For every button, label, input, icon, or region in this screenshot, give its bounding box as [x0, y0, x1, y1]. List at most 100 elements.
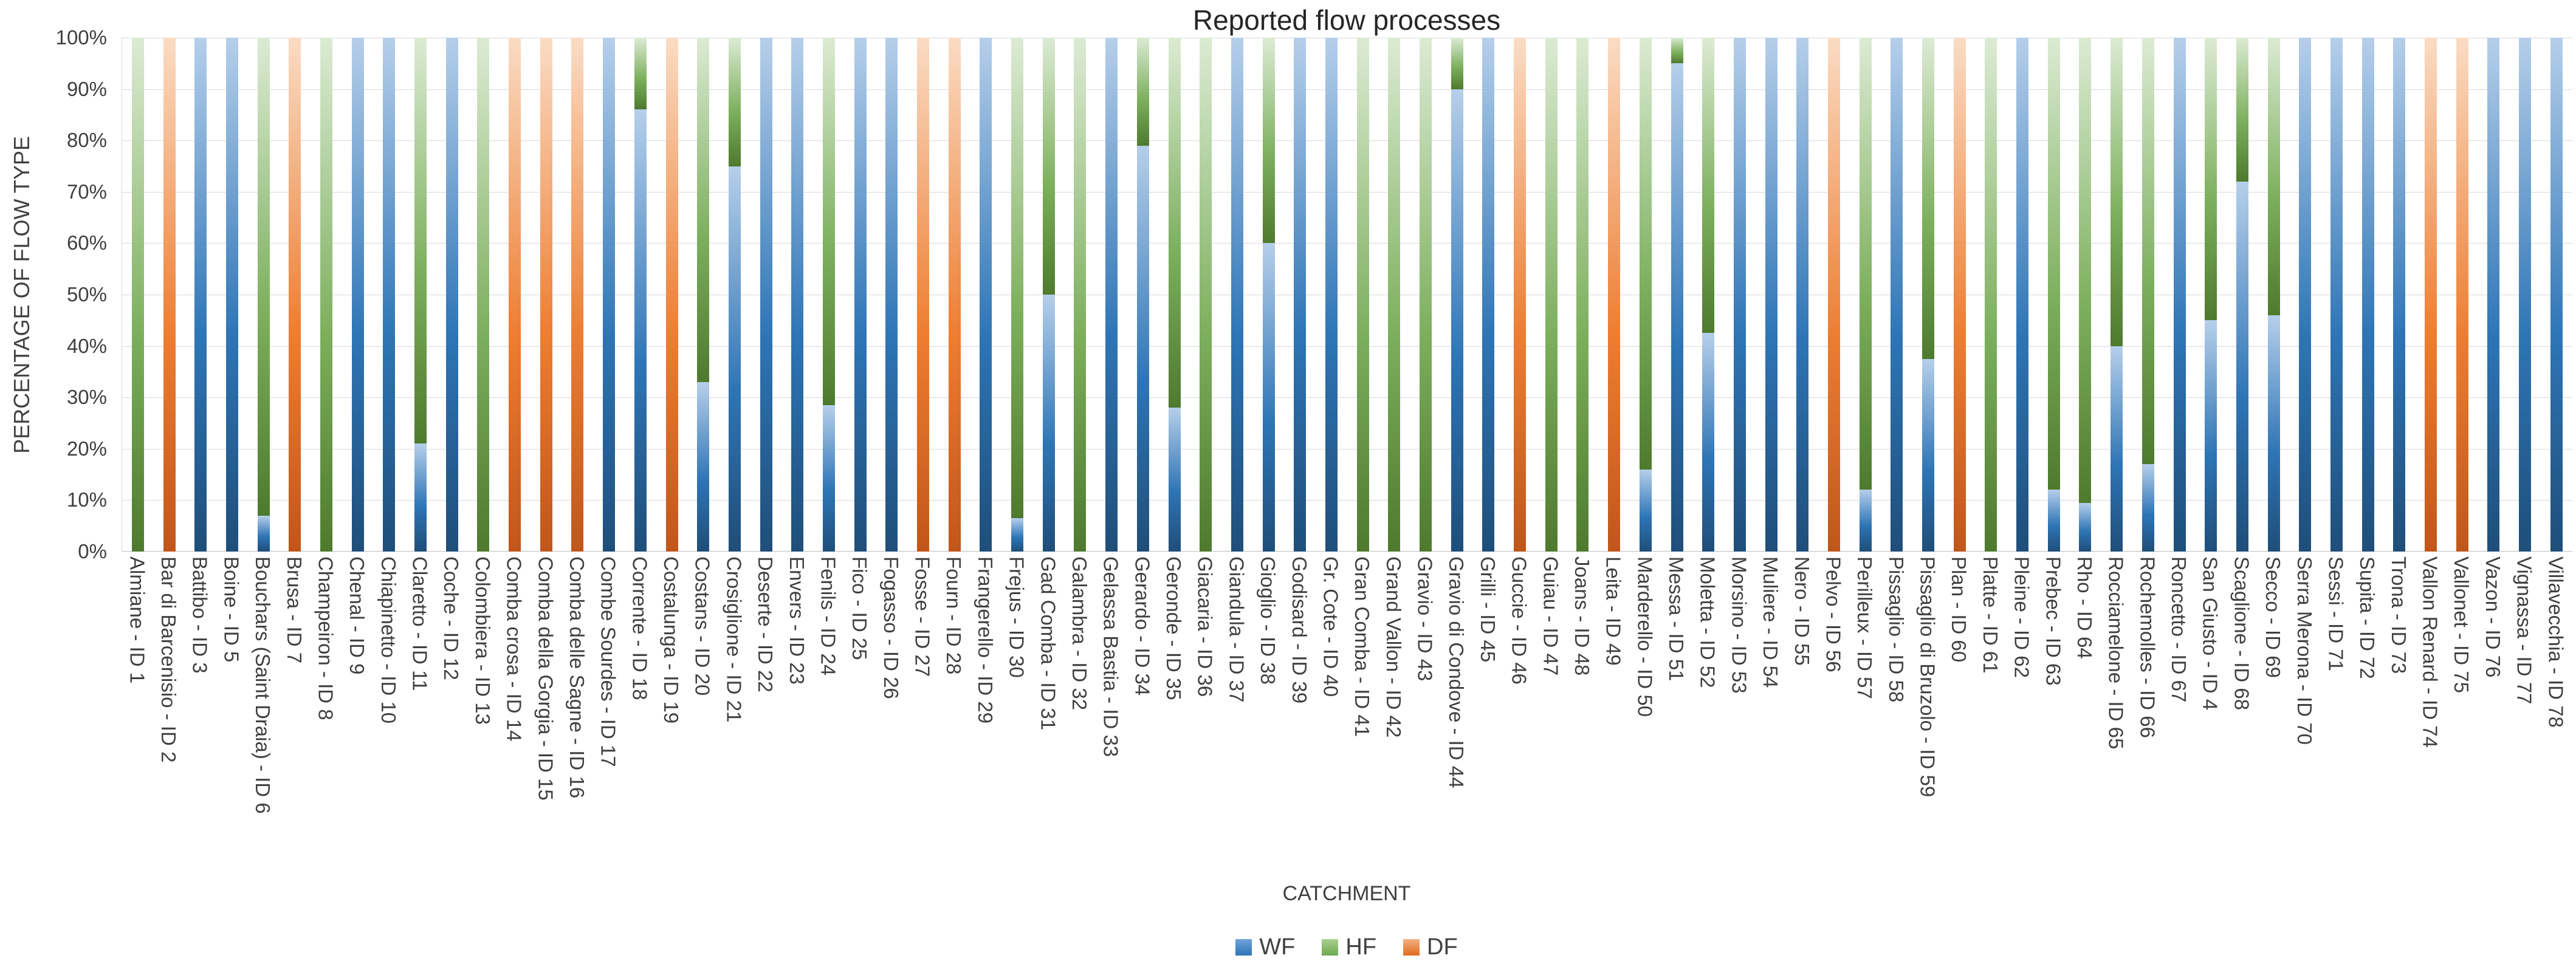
category-label-slot: Vallonet - ID 75	[2446, 556, 2478, 894]
category-label-slot: Comba delle Sagne - ID 16	[562, 556, 593, 894]
bar-slot	[1630, 38, 1661, 552]
stacked-bar	[2016, 38, 2029, 552]
category-label-slot: Guiau - ID 47	[1535, 556, 1567, 894]
category-label: Muliere - ID 54	[1759, 556, 1782, 688]
bar-slot	[1724, 38, 1756, 552]
category-label-slot: Gad Comba - ID 31	[1032, 556, 1064, 894]
bar-segment-hf	[1922, 38, 1935, 359]
bar-segment-wf	[2142, 464, 2154, 552]
bar-segment-df	[1827, 38, 1840, 552]
category-label: Gran Comba - ID 41	[1351, 556, 1374, 737]
x-axis-title: CATCHMENT	[1282, 882, 1411, 905]
y-tick-label: 50%	[66, 283, 107, 306]
bar-slot	[687, 38, 719, 552]
category-label: Boine - ID 5	[220, 556, 243, 663]
bar-segment-wf	[728, 166, 741, 552]
bar-segment-wf	[2016, 38, 2029, 552]
bar-slot	[1787, 38, 1818, 552]
category-label: Bouchars (Saint Draia) - ID 6	[252, 556, 275, 814]
bar-slot	[1473, 38, 1505, 552]
bar-segment-wf	[2393, 38, 2406, 552]
y-tick-label: 70%	[66, 180, 107, 203]
stacked-bar	[603, 38, 616, 552]
bar-segment-hf	[1859, 38, 1872, 490]
bar-segment-hf	[131, 38, 144, 552]
stacked-bar	[1482, 38, 1495, 552]
stacked-bar	[1074, 38, 1087, 552]
y-tick-label: 90%	[66, 77, 107, 100]
category-label-slot: Villavecchia - ID 78	[2540, 556, 2572, 894]
category-label-slot: Guccie - ID 46	[1503, 556, 1535, 894]
bar-slot	[1127, 38, 1159, 552]
category-label-slot: Battibo - ID 3	[184, 556, 216, 894]
category-label-slot: Prebec - ID 63	[2038, 556, 2069, 894]
category-label: Villavecchia - ID 78	[2544, 556, 2567, 728]
category-label: Costalunga - ID 19	[660, 556, 683, 724]
bar-segment-wf	[1105, 38, 1118, 552]
bar-segment-wf	[603, 38, 616, 552]
bar-segment-hf	[477, 38, 490, 552]
category-label-slot: Fosse - ID 27	[907, 556, 938, 894]
category-label: Grilli - ID 45	[1476, 556, 1499, 663]
stacked-bar	[289, 38, 301, 552]
category-label-slot: Comba crosa - ID 14	[498, 556, 530, 894]
category-label: Pissaglio di Bruzolo - ID 59	[1916, 556, 1939, 798]
y-tick-label: 10%	[66, 488, 107, 511]
stacked-bar	[1765, 38, 1777, 552]
category-label: Rochemolles - ID 66	[2136, 556, 2159, 738]
stacked-bar	[2205, 38, 2217, 552]
category-label: Godisard - ID 39	[1288, 556, 1311, 704]
y-tick-label: 30%	[66, 386, 107, 409]
category-label-slot: Fenils - ID 24	[812, 556, 844, 894]
category-label: Moletta - ID 52	[1696, 556, 1719, 688]
category-label-slot: Fico - ID 25	[844, 556, 876, 894]
stacked-bar	[2550, 38, 2563, 552]
gridline	[122, 89, 2572, 90]
category-label: Claretto - ID 11	[408, 556, 431, 691]
stacked-bar	[1639, 38, 1652, 552]
stacked-bar	[1325, 38, 1338, 552]
bar-slot	[2164, 38, 2196, 552]
stacked-bar	[445, 38, 458, 552]
category-label-slot: Sessi - ID 71	[2320, 556, 2352, 894]
bar-segment-hf	[1388, 38, 1401, 552]
category-label: Corrente - ID 18	[628, 556, 651, 700]
bar-slot	[1347, 38, 1379, 552]
bar-segment-hf	[1702, 38, 1715, 333]
bar-slot	[374, 38, 405, 552]
y-tick-label: 20%	[66, 437, 107, 460]
bar-slot	[405, 38, 436, 552]
category-label: Vignassa - ID 77	[2513, 556, 2536, 705]
category-label-slot: Rho - ID 64	[2069, 556, 2101, 894]
stacked-bar	[665, 38, 678, 552]
bar-segment-hf	[634, 38, 647, 110]
bar-segment-df	[2425, 38, 2437, 552]
bar-segment-wf	[822, 405, 835, 552]
stacked-bar	[383, 38, 396, 552]
category-label: Platte - ID 61	[1979, 556, 2002, 674]
category-label-slot: Gelassa Bastia - ID 33	[1095, 556, 1127, 894]
bar-slot	[1567, 38, 1599, 552]
bar-slot	[2101, 38, 2132, 552]
legend-swatch-hf	[1322, 939, 1339, 956]
category-label-slot: Gerardo - ID 34	[1127, 556, 1158, 894]
bar-slot	[1976, 38, 2007, 552]
stacked-bar	[2111, 38, 2123, 552]
bar-segment-hf	[1200, 38, 1212, 552]
category-label: Marderello - ID 50	[1633, 556, 1657, 717]
bar-slot	[1033, 38, 1065, 552]
bar-segment-wf	[2330, 38, 2343, 552]
category-label-slot: Pelvo - ID 56	[1818, 556, 1849, 894]
y-tick-label: 0%	[78, 540, 107, 563]
stacked-bar	[414, 38, 427, 552]
bar-segment-wf	[2111, 346, 2123, 552]
stacked-bar	[697, 38, 710, 552]
bar-segment-hf	[1639, 38, 1652, 470]
stacked-bar	[2047, 38, 2060, 552]
stacked-bar	[2361, 38, 2374, 552]
category-label-slot: Rochemolles - ID 66	[2132, 556, 2163, 894]
stacked-bar	[509, 38, 521, 552]
gridline	[122, 243, 2572, 244]
category-label-slot: Coche - ID 12	[436, 556, 467, 894]
